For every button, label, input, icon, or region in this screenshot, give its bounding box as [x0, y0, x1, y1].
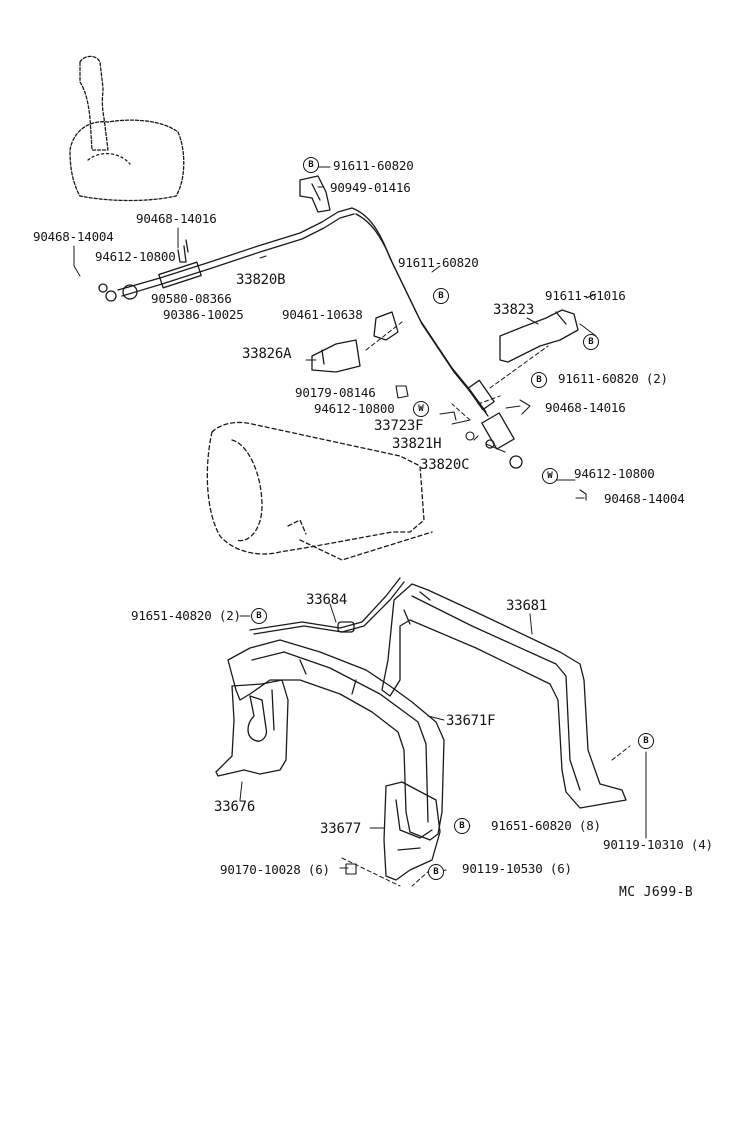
- bolt-marker: B: [583, 334, 599, 350]
- part-label-p04[interactable]: 90468-14004: [33, 229, 114, 244]
- rod-33684: [249, 577, 405, 635]
- part-label-p01[interactable]: 91611-60820: [333, 158, 414, 173]
- part-label-p11[interactable]: 33823: [493, 302, 535, 318]
- figure-reference: MC J699-B: [619, 885, 694, 900]
- part-label-p15[interactable]: 90179-08146: [295, 385, 376, 400]
- part-label-p06[interactable]: 33820B: [236, 272, 286, 288]
- part-label-p02[interactable]: 90949-01416: [330, 180, 411, 195]
- part-label-p23[interactable]: 33684: [306, 592, 348, 608]
- part-label-p18[interactable]: 33723F: [374, 418, 424, 434]
- bolt-marker: B: [303, 157, 319, 173]
- part-label-p12[interactable]: 91611-61016: [545, 288, 626, 303]
- part-label-p16[interactable]: 94612-10800: [314, 401, 395, 416]
- bracket-33677: [383, 781, 441, 881]
- part-label-p19[interactable]: 33821H: [392, 436, 442, 452]
- part-label-p20[interactable]: 33820C: [420, 457, 470, 473]
- part-label-p24[interactable]: 33681: [506, 598, 548, 614]
- part-label-p29[interactable]: 91651-60820 (8): [491, 818, 601, 833]
- part-label-p31[interactable]: 90170-10028 (6): [220, 862, 330, 877]
- crossmember-33671f: [227, 639, 445, 841]
- part-label-p13[interactable]: 33826A: [242, 346, 292, 362]
- part-label-p25[interactable]: 91651-40820 (2): [131, 608, 241, 623]
- part-label-p10[interactable]: 90461-10638: [282, 307, 363, 322]
- bolt-marker: B: [433, 288, 449, 304]
- part-label-p27[interactable]: 33676: [214, 799, 256, 815]
- bracket-33826a: [311, 311, 399, 373]
- part-label-p21[interactable]: 94612-10800: [574, 466, 655, 481]
- part-label-p22[interactable]: 90468-14004: [604, 491, 685, 506]
- part-label-p28[interactable]: 33677: [320, 821, 362, 837]
- transmission-housing: [206, 421, 433, 561]
- part-label-p03[interactable]: 90468-14016: [136, 211, 217, 226]
- bolt-marker: B: [638, 733, 654, 749]
- part-label-p17[interactable]: 90468-14016: [545, 400, 626, 415]
- bolt-marker: B: [531, 372, 547, 388]
- part-label-p14[interactable]: 91611-60820 (2): [558, 371, 668, 386]
- washer-marker: W: [413, 401, 429, 417]
- shift-cable-33820b: [98, 207, 355, 302]
- shift-lever-boot-drawing: [69, 55, 185, 202]
- leader-lines: [73, 166, 647, 873]
- part-label-p09[interactable]: 90386-10025: [163, 307, 244, 322]
- leader-lines-dashed: [341, 321, 631, 887]
- bracket-33823: [499, 309, 579, 363]
- crossmember-33681: [381, 583, 627, 809]
- part-label-p05[interactable]: 94612-10800: [95, 249, 176, 264]
- bolt-marker: B: [428, 864, 444, 880]
- cable-clamp-bracket: [299, 175, 331, 213]
- part-label-p08[interactable]: 90580-08366: [151, 291, 232, 306]
- part-label-p32[interactable]: 90119-10530 (6): [462, 861, 572, 876]
- bolt-marker: B: [454, 818, 470, 834]
- part-label-p30[interactable]: 90119-10310 (4): [603, 837, 713, 852]
- bracket-33676: [215, 679, 289, 777]
- washer-marker: W: [542, 468, 558, 484]
- part-label-p26[interactable]: 33671F: [446, 713, 496, 729]
- bolt-marker: B: [251, 608, 267, 624]
- part-label-p07[interactable]: 91611-60820: [398, 255, 479, 270]
- small-hardware: [345, 385, 587, 875]
